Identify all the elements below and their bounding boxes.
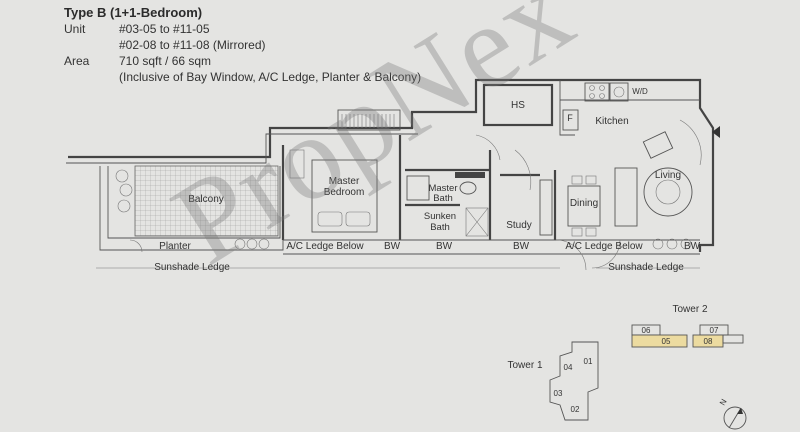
unit-row-2: #02-08 to #11-08 (Mirrored) [64,37,421,53]
door-swing-ledge-2 [591,239,621,269]
armchair [642,131,674,159]
label-master-bedroom-1: Master [329,176,360,187]
master-bed [311,159,378,233]
round-rug [643,167,693,217]
shower-drain [465,207,489,237]
entrance-arrow [712,126,720,138]
unit-05-label: 05 [662,337,671,346]
label-sunken-bath-2: Bath [430,222,450,233]
balcony-floor [134,165,279,237]
label-wd: W/D [632,87,648,96]
unit-07-label: 07 [710,326,719,335]
kitchen-sink [609,82,629,102]
tower-1-outline [549,341,599,421]
door-swing-balcony [129,239,143,253]
area-line-2: (Inclusive of Bay Window, A/C Ledge, Pla… [119,70,422,84]
label-bw-3: BW [513,241,530,252]
label-master-bedroom-2: Bedroom [324,187,365,198]
label-sunshade-1: Sunshade Ledge [154,262,230,273]
bay-window [337,109,401,131]
door-swing-ledge [555,239,587,271]
label-sunshade-2: Sunshade Ledge [608,262,684,273]
label-dining: Dining [570,198,598,209]
unit-line-2: #02-08 to #11-08 (Mirrored) [119,38,266,52]
balcony-rail [66,133,418,164]
kitchen-counter [559,80,700,136]
coffee-table [655,179,681,205]
label-tower-1: Tower 1 [507,360,542,371]
bay-window-grille [341,114,395,128]
label-hs: HS [511,100,525,111]
label-balcony: Balcony [188,194,224,205]
shower [465,207,489,237]
label-tower-2: Tower 2 [672,304,707,315]
area-row-2: (Inclusive of Bay Window, A/C Ledge, Pla… [64,69,421,85]
label-master-bath-2: Bath [433,193,453,204]
dining-table [567,185,601,227]
label-ac-ledge-1: A/C Ledge Below [286,241,364,252]
label-bw-4: BW [684,241,701,252]
label-f: F [567,113,573,123]
unit-03-label: 03 [554,389,563,398]
hob [584,82,610,102]
fridge [562,109,579,131]
unit-04-label: 04 [564,363,573,372]
label-planter: Planter [159,241,191,252]
study-desk [539,179,553,236]
unit-row: Unit #03-05 to #11-05 [64,21,421,37]
unit-info: Type B (1+1-Bedroom) Unit #03-05 to #11-… [64,5,421,85]
unit-type-title: Type B (1+1-Bedroom) [64,5,203,20]
sofa [614,167,638,227]
toilet [459,181,477,195]
unit-05 [631,334,688,348]
label-bw-1: BW [384,241,401,252]
planter-plants [115,169,692,250]
living-door-swing [679,119,702,166]
label-master-bath-1: Master [428,183,457,194]
area-row: Area 710 sqft / 66 sqm [64,53,421,69]
label-living: Living [655,170,681,181]
unit-08-label: 08 [704,337,713,346]
label-bw-2: BW [436,241,453,252]
bath-basin [406,175,430,201]
unit-06-label: 06 [642,326,651,335]
label-kitchen: Kitchen [595,116,628,127]
balcony-edge [107,166,281,239]
label-study: Study [506,220,532,231]
unit-02-label: 02 [571,405,580,414]
label-ac-ledge-2: A/C Ledge Below [565,241,643,252]
tower-2-keyplan: 06 05 08 07 [631,324,744,348]
area-line-1: 710 sqft / 66 sqm [119,54,212,68]
pillow-right [345,211,371,227]
unit-line-1: #03-05 to #11-05 [119,22,210,36]
area-label: Area [64,54,90,68]
vanity [455,172,485,178]
exterior-wall [68,78,715,252]
tower-1-keyplan: 01 04 03 02 [549,341,599,421]
label-sunken-bath-1: Sunken [424,211,456,222]
pillow-left [317,211,343,227]
hs-room [482,83,554,127]
compass-n-label: N [718,397,729,407]
unit-label: Unit [64,22,86,36]
door-swing-study [514,149,532,191]
unit-01-label: 01 [584,357,593,366]
door-swing-bath [475,134,501,161]
wardrobe [289,149,305,179]
north-compass: N [718,397,747,430]
